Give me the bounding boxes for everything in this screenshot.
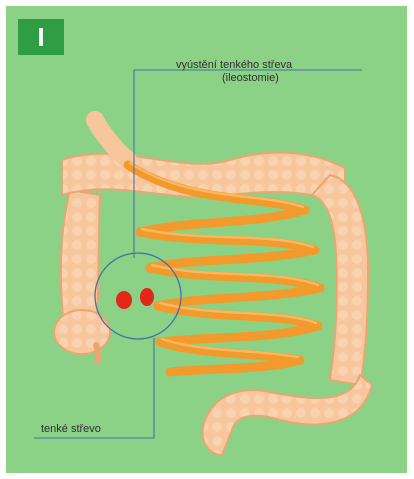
stoma-highlight-circle (95, 253, 181, 339)
small-intestine (128, 165, 320, 372)
stoma-opening-left (116, 291, 132, 309)
stoma-label-line1: vyústění tenkého střeva (176, 59, 292, 71)
stoma-label-line2: (ileostomie) (222, 72, 279, 84)
small-intestine-label: tenké střevo (41, 423, 101, 435)
stoma-opening-right (140, 288, 154, 306)
